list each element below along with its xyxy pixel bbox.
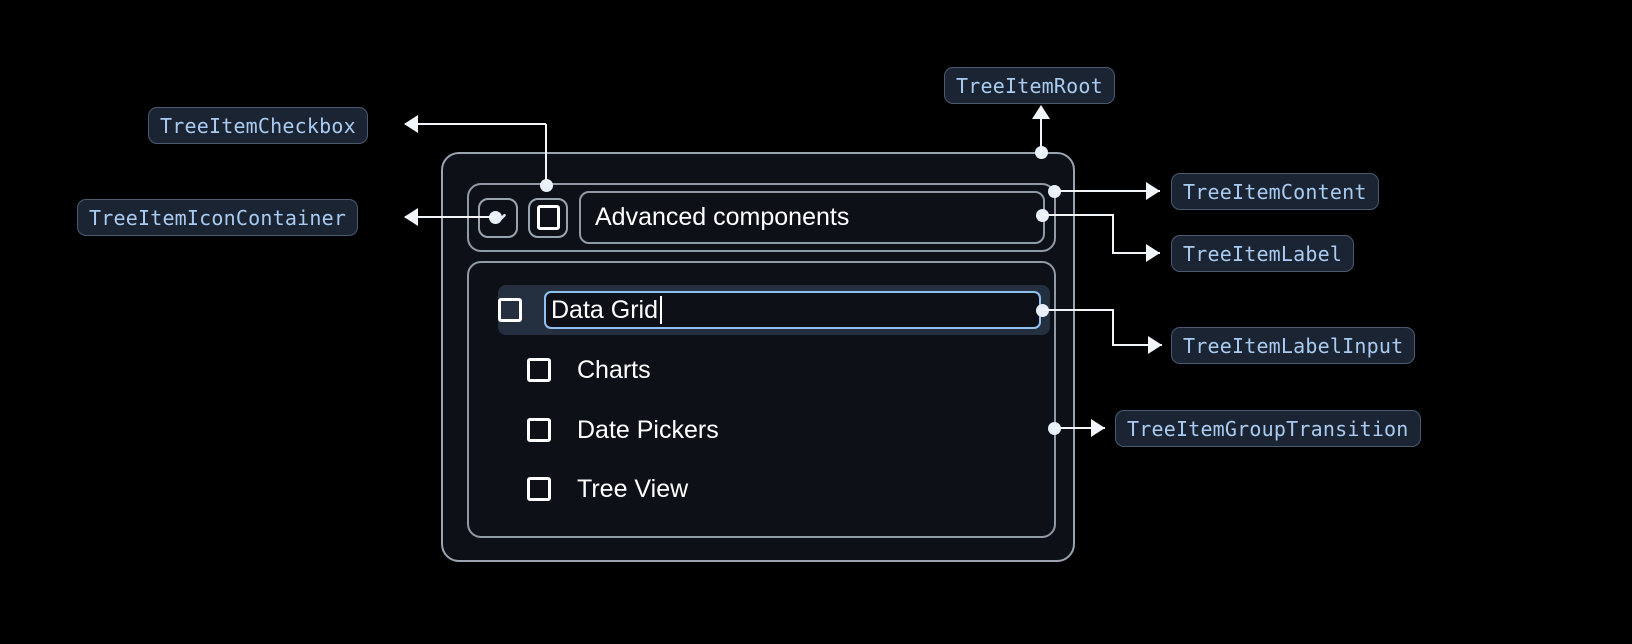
annotation-chip-tree-item-icon-container: TreeItemIconContainer: [77, 199, 359, 236]
checkbox-unchecked-icon[interactable]: [527, 477, 551, 501]
connector-line-label-v: [1112, 214, 1114, 254]
tree-item-label[interactable]: Advanced components: [579, 191, 1045, 244]
text-caret: [659, 296, 662, 324]
tree-item-root[interactable]: Advanced components Data Grid Charts Dat…: [441, 152, 1075, 562]
annotation-chip-tree-item-group-transition: TreeItemGroupTransition: [1115, 410, 1421, 447]
tree-child-label: Charts: [577, 355, 651, 384]
connector-line-checkbox-v: [545, 124, 547, 186]
label-input-value: Data Grid: [551, 295, 658, 324]
tree-item-checkbox[interactable]: [528, 197, 568, 238]
connector-line-label-h1: [1042, 214, 1114, 216]
annotation-chip-tree-item-content: TreeItemContent: [1171, 173, 1379, 210]
connector-line-icon-container: [405, 216, 496, 218]
tree-child-label: Tree View: [577, 474, 689, 503]
connector-arrow-label-input: [1148, 336, 1162, 354]
tree-item-label-text: Advanced components: [595, 203, 850, 231]
annotation-chip-tree-item-checkbox: TreeItemCheckbox: [148, 107, 368, 144]
checkbox-unchecked-icon[interactable]: [527, 418, 551, 442]
checkbox-unchecked-icon[interactable]: [498, 298, 522, 322]
connector-arrow-group-transition: [1091, 419, 1105, 437]
connector-line-label-h2: [1112, 252, 1160, 254]
connector-line-root: [1040, 112, 1042, 153]
connector-line-checkbox-h: [405, 123, 546, 125]
tree-child-row-data-grid[interactable]: Data Grid: [498, 285, 1050, 335]
tree-item-content[interactable]: Advanced components: [467, 183, 1056, 252]
tree-item-label-input[interactable]: Data Grid: [544, 291, 1041, 329]
annotation-chip-tree-item-label-input: TreeItemLabelInput: [1171, 327, 1416, 364]
connector-line-group-transition: [1054, 427, 1105, 429]
connector-arrow-icon-container: [404, 208, 418, 226]
tree-child-row-charts[interactable]: Charts: [469, 345, 1054, 395]
checkbox-unchecked-icon: [536, 205, 560, 230]
tree-child-label: Date Pickers: [577, 415, 719, 444]
tree-child-row-tree-view[interactable]: Tree View: [469, 464, 1054, 514]
tree-child-row-date-pickers[interactable]: Date Pickers: [469, 405, 1054, 455]
connector-line-content: [1054, 190, 1160, 192]
connector-line-label-input-h2: [1112, 344, 1162, 346]
tree-item-group-transition: Data Grid Charts Date Pickers Tree View: [467, 261, 1056, 538]
annotation-chip-tree-item-root: TreeItemRoot: [944, 67, 1115, 104]
connector-arrow-label: [1146, 244, 1160, 262]
connector-line-label-input-h1: [1042, 309, 1114, 311]
connector-line-label-input-v: [1112, 309, 1114, 346]
checkbox-unchecked-icon[interactable]: [527, 358, 551, 382]
connector-arrow-checkbox: [404, 115, 418, 133]
connector-arrow-root: [1032, 105, 1050, 119]
annotation-chip-tree-item-label: TreeItemLabel: [1171, 235, 1355, 272]
connector-arrow-content: [1146, 182, 1160, 200]
